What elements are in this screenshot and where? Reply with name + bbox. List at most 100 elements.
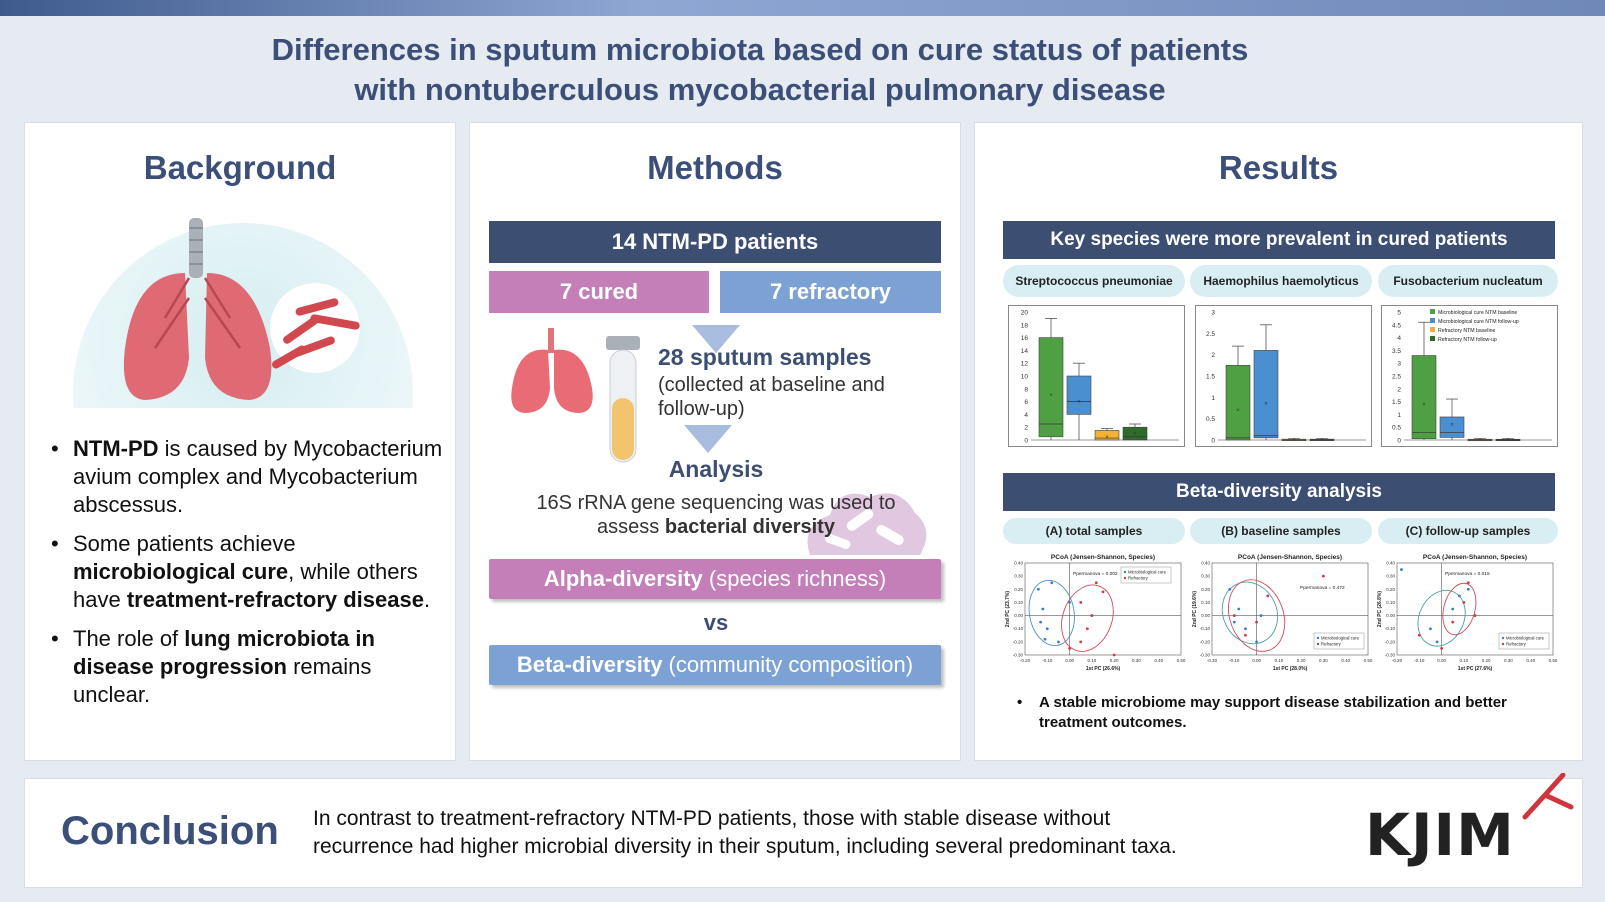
results-panel: Results Key species were more prevalent … (974, 122, 1583, 761)
confidence-ellipse (1417, 589, 1466, 647)
mean-marker: × (1049, 393, 1053, 399)
refractory-point (1440, 647, 1443, 650)
cure-point (1057, 640, 1060, 644)
legend-swatch (1430, 327, 1435, 332)
y-tick-label: 2 (1024, 425, 1028, 432)
refractory-point (1086, 627, 1089, 631)
legend-swatch (1430, 318, 1435, 323)
legend-entry: Microbiological cure NTM follow-up (1438, 319, 1519, 325)
refractory-point (1417, 633, 1421, 637)
y-tick-label: 18 (1021, 322, 1029, 329)
y-tick-label: -0.10 (1200, 626, 1211, 631)
mean-marker: × (1422, 402, 1426, 408)
y-tick-label: 1 (1397, 412, 1401, 419)
y-tick-label: 0.10 (1201, 600, 1210, 605)
cure-point (1244, 627, 1247, 631)
box-1 (1066, 375, 1092, 415)
patients-box: 14 NTM-PD patients (489, 221, 941, 263)
y-tick-label: 0.30 (1386, 574, 1395, 579)
x-tick-label: 0.20 (1297, 658, 1306, 663)
background-bullet-2: Some patients achieve microbiological cu… (49, 530, 444, 614)
y-tick-label: 6 (1024, 399, 1028, 406)
pcoa-legend-entry: Refractory (1506, 642, 1527, 647)
analysis-text: 16S rRNA gene sequencing was used to ass… (536, 492, 896, 538)
y-tick-label: 0 (1211, 438, 1215, 445)
y-tick-label: -0.30 (1385, 653, 1396, 658)
mean-marker: × (1077, 400, 1081, 406)
background-panel: Background NTM-PD is caused by Mycobacte… (24, 122, 456, 761)
conclusion-heading: Conclusion (61, 809, 279, 853)
y-tick-label: 0.30 (1014, 574, 1023, 579)
y-tick-label: 4 (1024, 412, 1028, 419)
x-tick-label: -0.10 (1229, 658, 1240, 663)
refractory-point (1079, 640, 1083, 644)
permanova-pvalue: Ppermanova = 0.015 (1445, 571, 1490, 577)
refractory-point (1079, 601, 1083, 604)
pcoa-title: PCoA (Jensen-Shannon, Species) (1238, 554, 1342, 561)
permanova-pvalue: Ppermanova = 0.472 (1300, 585, 1345, 591)
pcoa-legend-swatch (1316, 642, 1320, 646)
box-2 (1094, 430, 1120, 441)
confidence-ellipse (1028, 579, 1075, 646)
top-banner-bar (0, 0, 1605, 16)
conclusion-text: In contrast to treatment-refractory NTM-… (313, 807, 1177, 858)
y-tick-label: 0.20 (1014, 587, 1023, 592)
alpha-diversity-pill: Alpha-diversity (species richness) (489, 559, 941, 599)
methods-panel: Methods 14 NTM-PD patients 7 cured 7 ref… (469, 122, 961, 761)
pcoa-legend-swatch (1123, 576, 1127, 580)
background-heading: Background (143, 149, 337, 186)
down-arrow-icon (684, 425, 732, 453)
boxplot-svg: 00.511.522.533.544.55××××Microbiological… (1392, 309, 1552, 445)
background-bullet-1: NTM-PD is caused by Mycobacterium avium … (49, 435, 444, 519)
y-axis-label: 2nd PC (26.8%) (1377, 591, 1383, 627)
y-tick-label: 0.40 (1014, 561, 1023, 566)
page-title: Differences in sputum microbiota based o… (271, 32, 1249, 107)
y-tick-label: 2.5 (1392, 374, 1401, 381)
refractory-point (1466, 581, 1470, 585)
samples-title: 28 sputum samples (658, 344, 872, 370)
x-tick-label: 0.00 (1065, 658, 1074, 663)
x-axis-label: 1st PC (27.6%) (1458, 666, 1493, 672)
y-tick-label: 0.10 (1014, 600, 1023, 605)
x-tick-label: -0.20 (1207, 658, 1218, 663)
pcoa-legend-entry: Refractory (1321, 642, 1342, 647)
x-tick-label: -0.20 (1392, 658, 1403, 663)
lungs-bacteria-icon (123, 218, 360, 400)
cure-point (1400, 568, 1403, 571)
background-bullets: NTM-PD is caused by Mycobacterium avium … (49, 435, 444, 720)
cure-point (1237, 607, 1241, 611)
legend-entry: Refractory NTM baseline (1438, 328, 1495, 334)
background-bullet-3: The role of lung microbiota in disease p… (49, 625, 444, 709)
refractory-point (1322, 574, 1325, 578)
x-tick-label: 0.30 (1319, 658, 1328, 663)
pcoa-plot-total: PCoA (Jensen-Shannon, Species)-0.20-0.10… (1005, 554, 1186, 672)
mean-marker: × (1320, 438, 1324, 444)
confidence-ellipse (1228, 579, 1286, 652)
legend-swatch (1430, 309, 1435, 314)
y-tick-label: 20 (1021, 310, 1029, 317)
samples-subtitle: (collected at baseline and follow-up) (658, 374, 885, 420)
y-tick-label: 1.5 (1206, 374, 1215, 381)
analysis-title: Analysis (668, 456, 764, 482)
x-axis-label: 1st PC (26.6%) (1086, 666, 1121, 672)
pcoa-legend-swatch (1501, 636, 1505, 640)
pcoa-title: PCoA (Jensen-Shannon, Species) (1423, 554, 1527, 561)
y-tick-label: 3 (1397, 361, 1401, 368)
cure-point (1255, 640, 1258, 644)
pcoa-legend-entry: Refractory (1128, 576, 1149, 581)
x-tick-label: 0.30 (1504, 658, 1513, 663)
y-tick-label: 0.40 (1201, 561, 1210, 566)
mean-marker: × (1450, 423, 1454, 429)
cure-point (1429, 627, 1432, 631)
y-tick-label: 4 (1397, 335, 1401, 342)
y-tick-label: 3 (1211, 310, 1215, 317)
box-0 (1225, 365, 1251, 441)
cure-point (1228, 587, 1232, 591)
pcoa-legend-frame (1313, 632, 1365, 650)
refractory-point (1068, 647, 1071, 650)
x-tick-label: 0.40 (1526, 658, 1535, 663)
x-tick-label: 0.50 (1177, 658, 1186, 663)
